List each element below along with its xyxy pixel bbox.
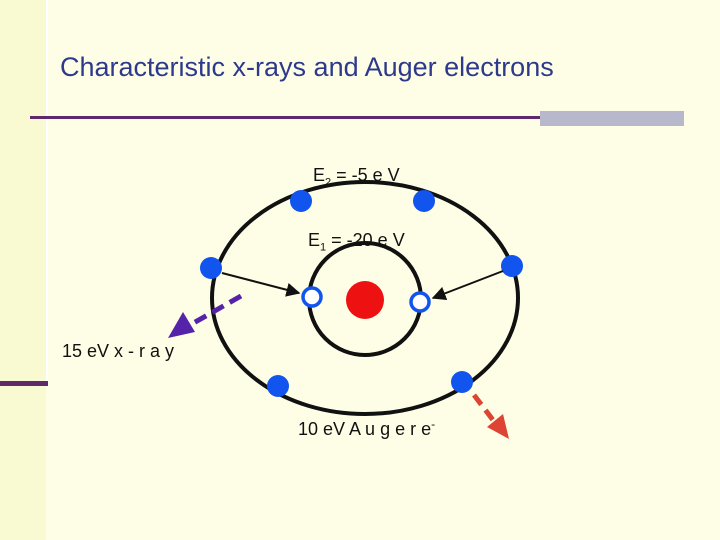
nucleus — [346, 281, 384, 319]
auger-label: 10 eV A u g e r e- — [298, 417, 435, 440]
xray-label: 15 eV x - r a y — [62, 341, 175, 361]
e2-energy-label: E2 = -5 e V — [313, 165, 400, 189]
xray-arrow-shaft — [188, 293, 243, 328]
electron-symbol-base: e — [421, 419, 432, 439]
outer-electron-bottom-right — [451, 371, 473, 393]
e1-energy-label: E1 = -20 e V — [308, 230, 405, 254]
e1-subscript: 1 — [320, 241, 327, 254]
inner-vacancy-right — [409, 291, 431, 313]
e2-symbol: E — [313, 165, 326, 185]
outer-electron-bottom-left — [267, 375, 289, 397]
outer-electron-top-left — [290, 190, 312, 212]
transition-arrow-right — [431, 270, 504, 300]
title-underline — [30, 116, 684, 119]
slide-title: Characteristic x-rays and Auger electron… — [60, 52, 554, 82]
e2-subscript: 2 — [325, 176, 332, 189]
title-underline-accent — [540, 111, 684, 126]
sidebar-divider — [46, 0, 48, 382]
outer-electron-top-right — [413, 190, 435, 212]
auger-text: 10 eV A u g e r — [298, 419, 417, 439]
auger-arrow-shaft — [472, 393, 498, 426]
outer-orbit — [210, 180, 520, 416]
outer-electron-right — [501, 255, 523, 277]
auger-arrow-head — [487, 414, 509, 439]
e1-value: = -20 e V — [331, 230, 405, 250]
sidebar-accent-bar — [0, 381, 48, 386]
electron-symbol-charge: - — [431, 417, 436, 431]
inner-vacancy-left — [301, 286, 323, 308]
outer-electron-left — [200, 257, 222, 279]
left-sidebar-band — [0, 0, 46, 540]
e1-symbol: E — [308, 230, 321, 250]
xray-arrow-head — [168, 312, 195, 338]
auger-electron-symbol: e- — [421, 417, 436, 439]
transition-arrow-left — [221, 272, 301, 297]
e2-value: = -5 e V — [336, 165, 400, 185]
